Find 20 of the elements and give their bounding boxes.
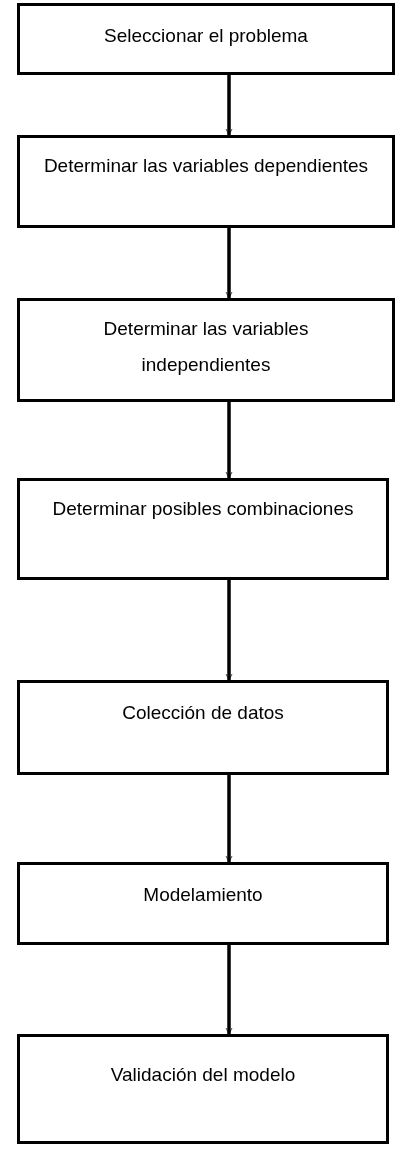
arrow (225, 75, 233, 136)
box-label: Colección de datos (122, 701, 284, 725)
process-box (17, 135, 395, 228)
arrow (225, 402, 233, 479)
box-label: Seleccionar el problema (104, 24, 308, 48)
box-label: Determinar las variables dependientes (43, 154, 369, 178)
box-label: Validación del modelo (110, 1063, 296, 1087)
arrow (225, 775, 233, 863)
process-box (17, 680, 389, 775)
arrow (225, 228, 233, 299)
arrow (225, 945, 233, 1035)
box-label: Determinar posibles combinaciones (52, 497, 354, 521)
box-label: Determinar las variables independientes (102, 317, 310, 377)
process-box (17, 862, 389, 945)
process-box (17, 478, 389, 580)
process-box (17, 1034, 389, 1144)
box-label: Modelamiento (143, 883, 263, 907)
arrow (225, 580, 233, 681)
process-box (17, 3, 395, 75)
process-box (17, 298, 395, 402)
